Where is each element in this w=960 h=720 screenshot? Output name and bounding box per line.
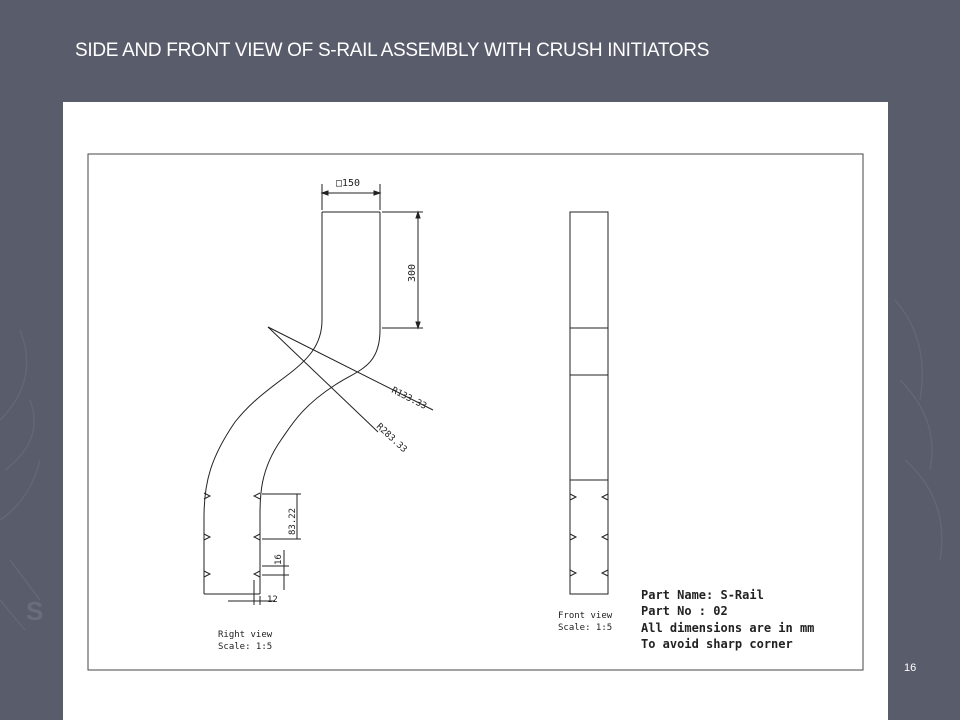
drawing-frame xyxy=(87,153,864,671)
dim-spacing-label: 83.22 xyxy=(288,508,298,535)
dim-depth-label: 16 xyxy=(274,554,284,565)
dim-section-label: □150 xyxy=(336,178,360,189)
right-view-label: Right view xyxy=(218,630,273,640)
crush-initiators-front-view xyxy=(569,493,609,577)
slide-title: SIDE AND FRONT VIEW OF S-RAIL ASSEMBLY W… xyxy=(75,40,710,61)
dim-height-label: 300 xyxy=(407,264,418,282)
note-sharp-corner: To avoid sharp corner xyxy=(641,637,793,651)
engineering-drawing: □150 300 R133.33 R283.33 83.22 16 12 Rig… xyxy=(87,153,864,671)
dim-radius-outer-label: R283.33 xyxy=(374,422,409,455)
front-view-label: Front view xyxy=(558,611,613,621)
note-part-name: Part Name: S-Rail xyxy=(641,588,764,602)
svg-text:S: S xyxy=(26,596,43,626)
note-units: All dimensions are in mm xyxy=(641,621,814,635)
front-view-scale: Scale: 1:5 xyxy=(558,623,612,633)
s-rail-left-outline xyxy=(203,212,323,594)
drawing-panel: □150 300 R133.33 R283.33 83.22 16 12 Rig… xyxy=(63,102,888,720)
s-rail-right-outline xyxy=(259,212,381,594)
slide-number: 16 xyxy=(904,662,917,674)
dim-radius-inner-label: R133.33 xyxy=(390,386,428,412)
dim-width-label: 12 xyxy=(267,595,278,605)
note-part-no: Part No : 02 xyxy=(641,604,728,618)
s-rail-front-view xyxy=(569,211,609,595)
right-view-scale: Scale: 1:5 xyxy=(218,642,272,652)
crush-initiators-right-view xyxy=(203,492,261,578)
